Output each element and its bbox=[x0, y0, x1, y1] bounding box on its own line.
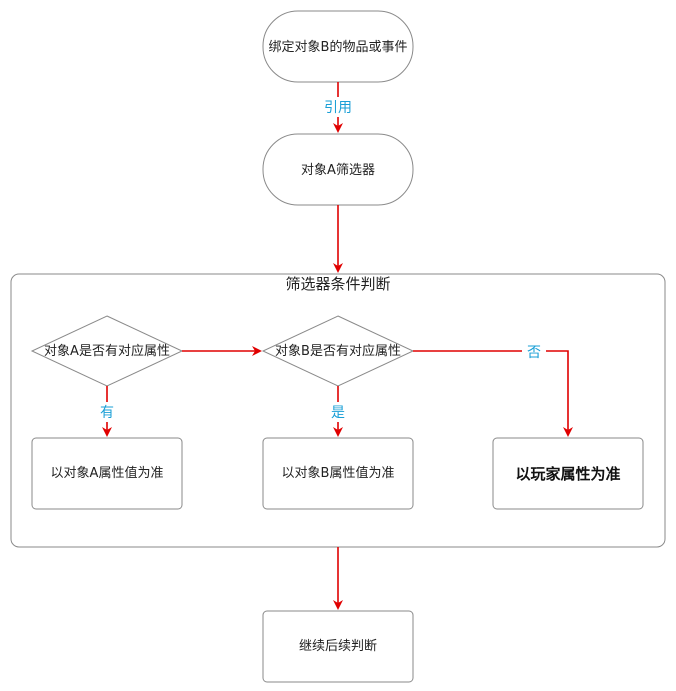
edge-label-has: 有 bbox=[100, 405, 114, 421]
edge-label-bg bbox=[320, 97, 356, 117]
result-b-label: 以对象B属性值为准 bbox=[282, 465, 395, 481]
filter-a-label: 对象A筛选器 bbox=[301, 163, 375, 178]
result-player-label: 以玩家属性为准 bbox=[515, 465, 620, 483]
edge-label-bg bbox=[328, 402, 348, 422]
decision-b-label: 对象B是否有对应属性 bbox=[275, 343, 401, 359]
result-a-label: 以对象A属性值为准 bbox=[51, 465, 164, 481]
edge-label-yes: 是 bbox=[331, 405, 345, 421]
continue-node bbox=[262, 610, 414, 683]
result-a-node bbox=[31, 437, 183, 510]
edge-label-ref: 引用 bbox=[324, 100, 352, 116]
edge-label-bg bbox=[97, 402, 117, 422]
continue-label: 继续后续判断 bbox=[299, 639, 377, 654]
start-node-label: 绑定对象B的物品或事件 bbox=[269, 39, 408, 55]
edge-label-no: 否 bbox=[527, 345, 541, 361]
result-b-node bbox=[262, 437, 414, 510]
edge-label-bg bbox=[522, 341, 546, 361]
result-player-node bbox=[492, 437, 644, 510]
edge-decision-b-to-result-player bbox=[413, 350, 573, 437]
group-title: 筛选器条件判断 bbox=[285, 275, 390, 293]
decision-a-label: 对象A是否有对应属性 bbox=[44, 343, 170, 359]
